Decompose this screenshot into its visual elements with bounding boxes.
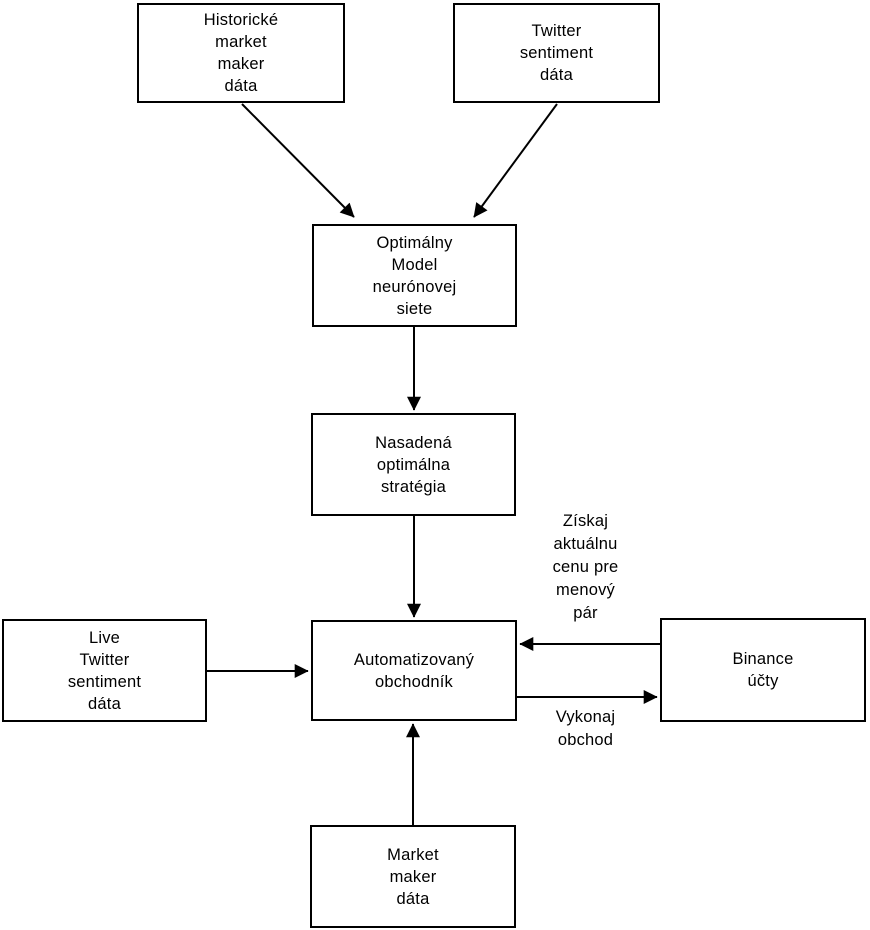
arrow-historical-to-model bbox=[241, 103, 355, 218]
node-live-twitter-sentiment-data: Live Twitter sentiment dáta bbox=[2, 619, 207, 722]
node-market-maker-data: Market maker dáta bbox=[310, 825, 516, 928]
node-automated-trader: Automatizovaný obchodník bbox=[311, 620, 517, 721]
node-historical-market-maker-data: Historické market maker dáta bbox=[137, 3, 345, 103]
node-twitter-sentiment-data: Twitter sentiment dáta bbox=[453, 3, 660, 103]
edge-label-execute-trade: Vykonaj obchod bbox=[555, 708, 616, 749]
node-optimal-neural-network-model: Optimálny Model neurónovej siete bbox=[312, 224, 517, 327]
node-deployed-optimal-strategy: Nasadená optimálna stratégia bbox=[311, 413, 516, 516]
arrow-twitter-to-model bbox=[473, 103, 558, 218]
edge-label-get-current-price: Získaj aktuálnu cenu pre menový pár bbox=[552, 512, 619, 622]
node-binance-accounts: Binance účty bbox=[660, 618, 866, 722]
